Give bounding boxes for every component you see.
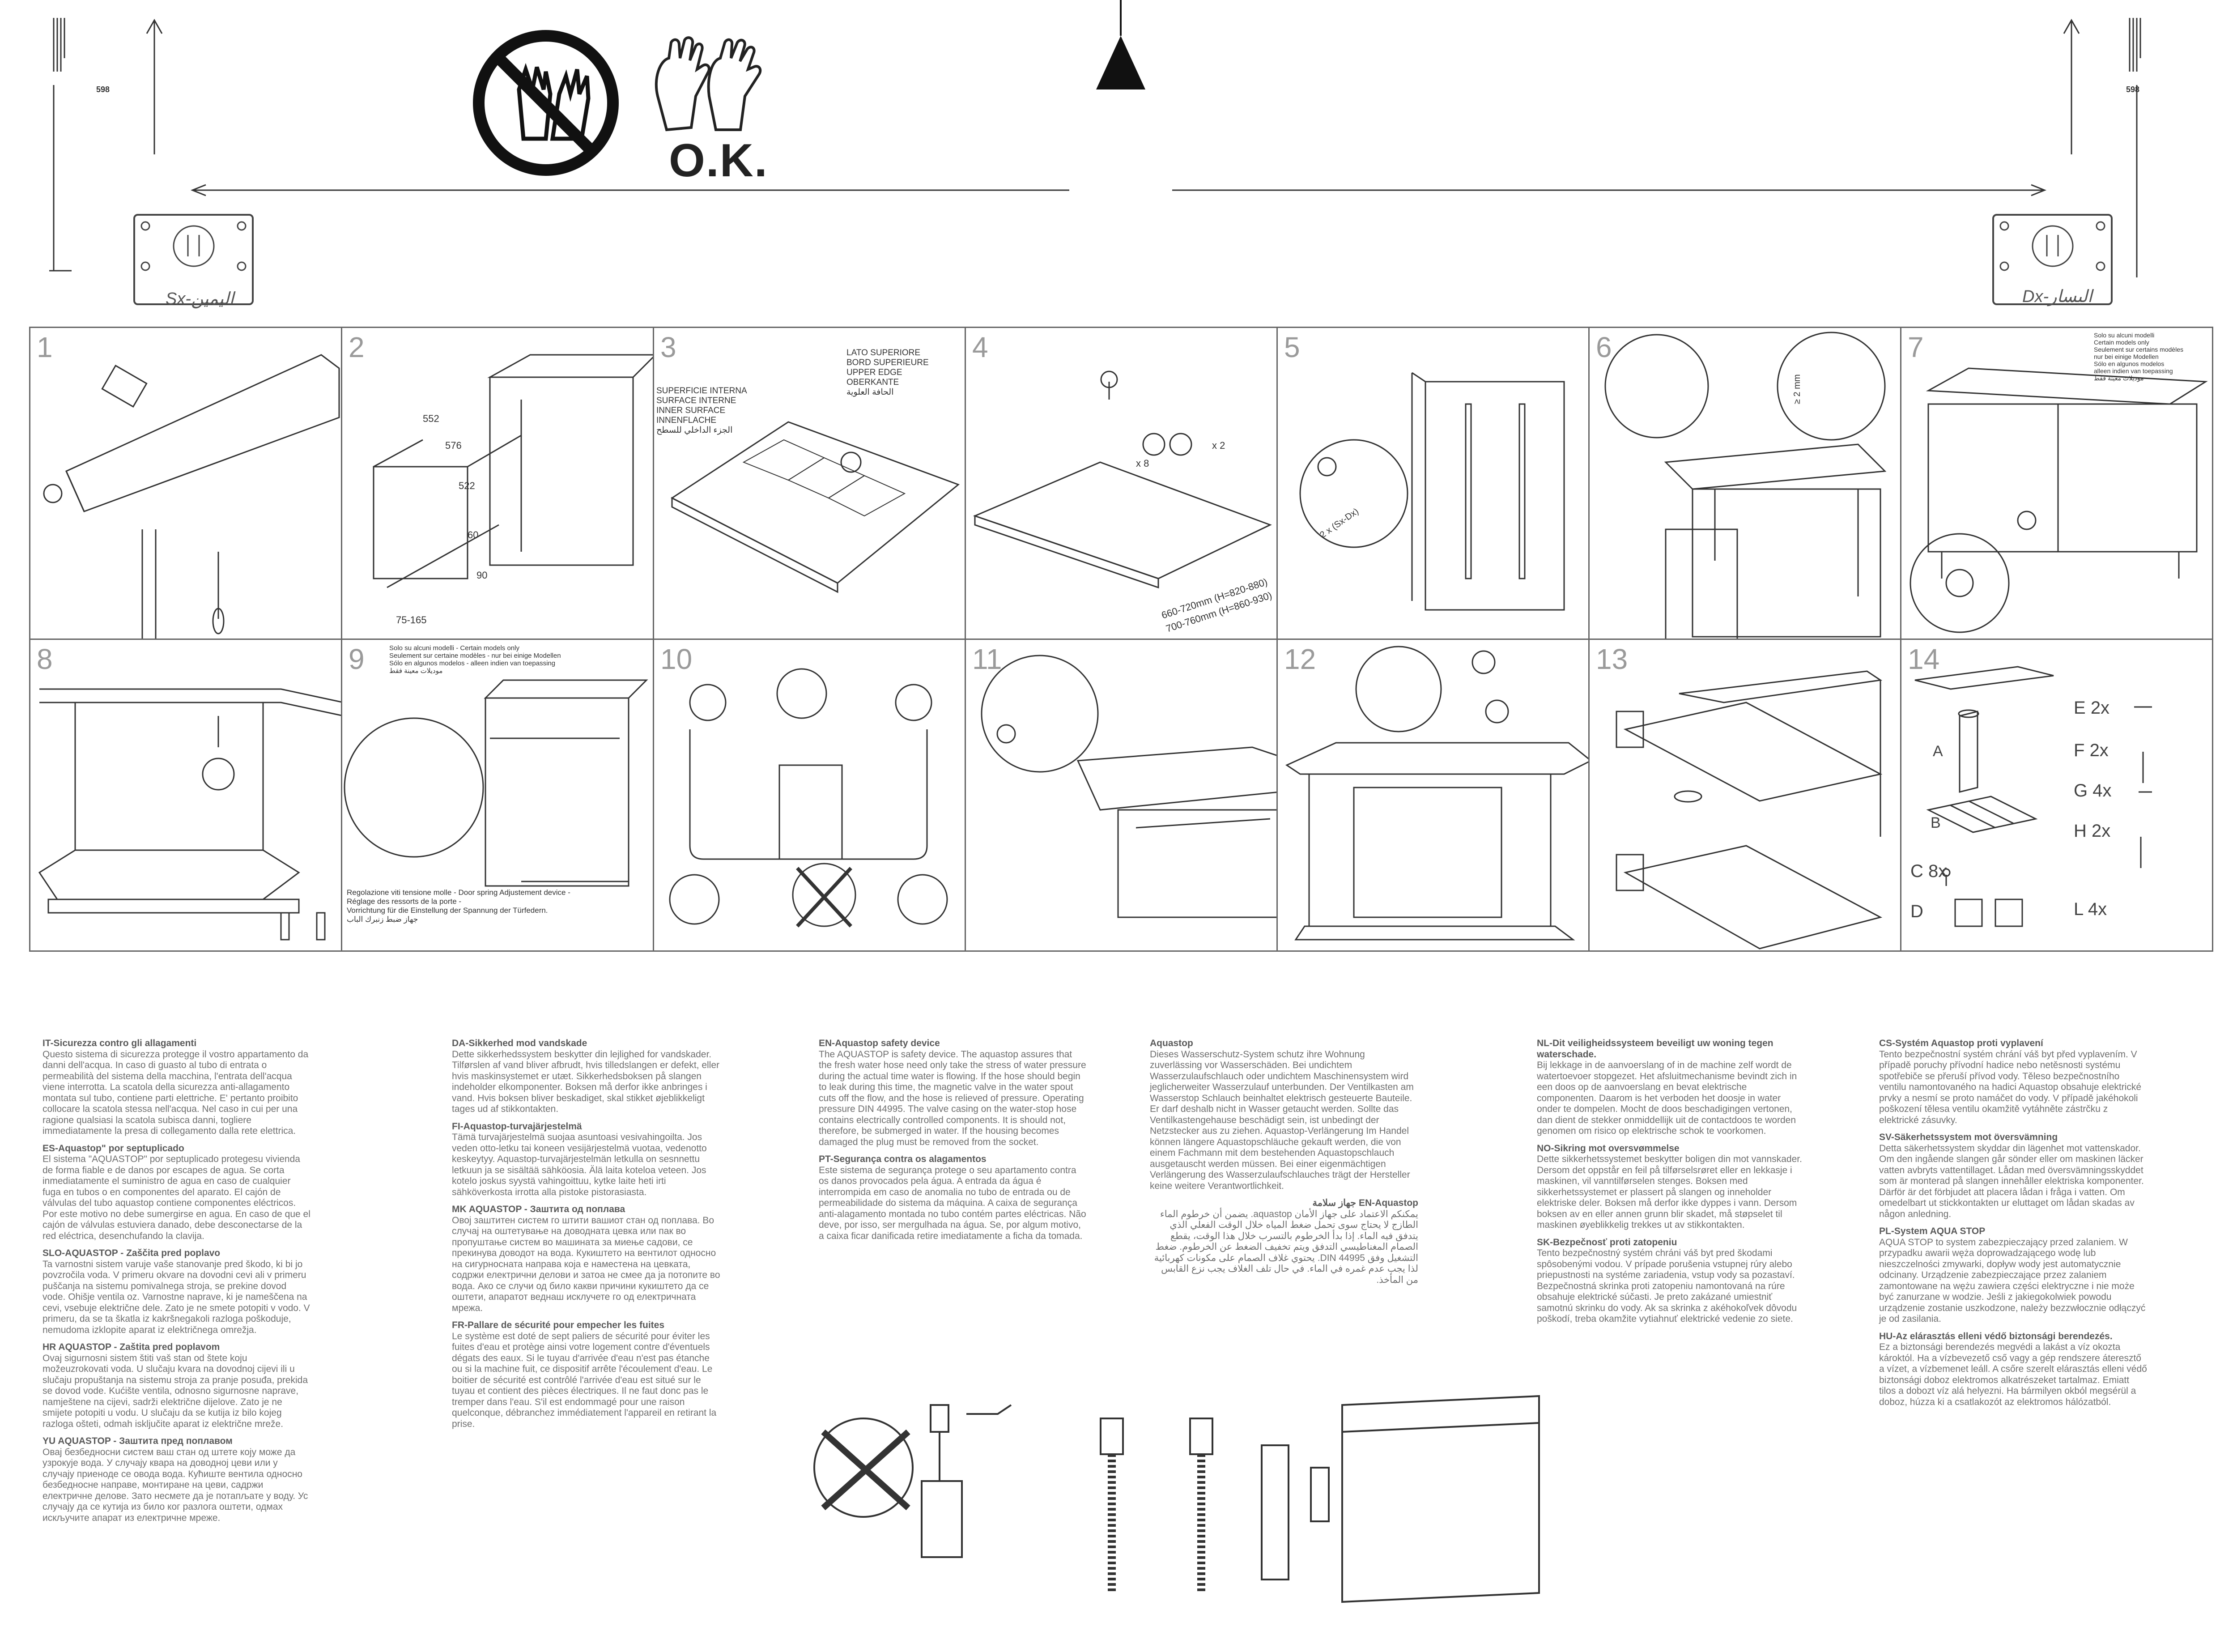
text-column-5: NL-Dit veiligheidssysteem beveiligt uw w…	[1537, 1038, 1802, 1324]
step-number: 4	[972, 331, 988, 363]
step-illustration: 552 576 522 60 90 75-165	[373, 354, 653, 626]
dimension-label-left: 598	[96, 85, 110, 94]
step-panel-13: 13	[1588, 639, 1901, 952]
svg-text:90: 90	[476, 570, 487, 581]
step-panel-2: 2 552 576 522 60 90 75-165	[341, 327, 654, 640]
step-number: 12	[1284, 643, 1316, 675]
part-h: H 2x	[2074, 821, 2111, 841]
plate-label-right: Dx-اليسار	[2022, 287, 2092, 306]
mounting-plate-left	[133, 214, 254, 305]
step-illustration	[1616, 670, 1883, 949]
step-panel-4: 4 x 8 x 2 660-720mm (H=820-880) 700-760m…	[965, 327, 1278, 640]
step-panel-8: 8	[29, 639, 342, 952]
step-panel-10: 10	[653, 639, 966, 952]
step-illustration	[1285, 646, 1588, 941]
step-number: 3	[660, 331, 676, 363]
no-bare-hands-icon	[473, 30, 619, 176]
step-illustration: 2 x (Sx-Dx)	[1299, 372, 1565, 611]
step-illustration	[671, 421, 960, 593]
step-illustration	[38, 688, 341, 941]
part-g: G 4x	[2074, 781, 2112, 800]
svg-text:576: 576	[445, 440, 462, 451]
step-panel-14: 14 E 2x F 2x G 4x H 2x C 8x L 4x A B D	[1900, 639, 2213, 952]
parts-illustration	[1914, 666, 2152, 927]
step-number: 9	[349, 643, 365, 675]
bracket-qty-label: x 2	[1212, 440, 1225, 451]
step-panel-1: 1	[29, 327, 342, 640]
step-panel-5: 5 2 x (Sx-Dx)	[1276, 327, 1590, 640]
part-e: E 2x	[2074, 698, 2110, 718]
step-number: 11	[972, 643, 1002, 675]
dimension-marks-left	[49, 18, 72, 272]
part-l: L 4x	[2074, 899, 2107, 919]
ok-label: O.K.	[669, 135, 768, 187]
dimension-marks-right	[2129, 18, 2141, 277]
svg-text:552: 552	[423, 413, 439, 424]
step-number: 14	[1908, 643, 1940, 675]
step-panel-6: 6 ≥ 2 mm	[1588, 327, 1901, 640]
aquastop-hose-illustrations	[813, 1395, 1540, 1603]
step-number: 8	[37, 643, 53, 675]
gap-dimension-label: ≥ 2 mm	[1792, 374, 1802, 404]
step-illustration	[43, 354, 340, 639]
part-d: D	[1910, 902, 1923, 921]
step-number: 6	[1596, 331, 1612, 363]
step-panel-12: 12	[1276, 639, 1590, 952]
gloves-icon	[655, 36, 762, 132]
width-dimension-line	[190, 184, 2047, 196]
step-panel-9: 9 Solo su alcuni modelli - Certain model…	[341, 639, 654, 952]
step-number: 13	[1596, 643, 1628, 675]
step-panel-11: 11	[965, 639, 1278, 952]
step-panel-3: 3 LATO SUPERIORE BORD SUPERIEURE UPPER E…	[653, 327, 966, 640]
arrow-up-right	[2063, 18, 2080, 154]
svg-text:75-165: 75-165	[396, 614, 427, 626]
step-number: 1	[37, 331, 53, 363]
step-number: 10	[660, 643, 693, 675]
upper-edge-label: LATO SUPERIORE BORD SUPERIEURE UPPER EDG…	[846, 348, 929, 397]
part-b: B	[1931, 814, 1941, 831]
step-panel-7: 7 Solo su alcuni modelli Certain models …	[1900, 327, 2213, 640]
step-number: 5	[1284, 331, 1300, 363]
mounting-plate-right	[1992, 214, 2113, 305]
door-spring-adjustment-note: Regolazione viti tensione molle - Door s…	[347, 888, 570, 924]
svg-text:522: 522	[459, 480, 475, 491]
plate-label-left: Sx-اليمين	[166, 290, 234, 308]
step-number: 2	[349, 331, 365, 363]
step-illustration	[344, 679, 648, 887]
inner-surface-label: SUPERFICIE INTERNA SURFACE INTERNE INNER…	[656, 386, 747, 435]
part-a: A	[1933, 743, 1943, 760]
step-illustration: x 8 x 2 660-720mm (H=820-880) 700-760mm …	[973, 370, 1273, 634]
part-f: F 2x	[2074, 741, 2109, 760]
models-only-note: Solo su alcuni modelli Certain models on…	[2094, 332, 2183, 382]
models-only-note: Solo su alcuni modelli - Certain models …	[389, 644, 561, 675]
svg-text:60: 60	[468, 529, 478, 541]
step-illustration	[981, 655, 1276, 918]
step-illustration	[1910, 367, 2208, 633]
bracket-qty-label: 2 x (Sx-Dx)	[1318, 507, 1361, 540]
dimension-label-right: 598	[2126, 85, 2140, 94]
part-c: C 8x	[1910, 861, 1948, 881]
step-illustration	[669, 668, 948, 928]
step-illustration: ≥ 2 mm	[1604, 332, 1887, 639]
arrow-up-left	[146, 18, 163, 154]
top-triangle-marker	[1096, 0, 1145, 89]
screw-qty-label: x 8	[1136, 458, 1149, 469]
step-number: 7	[1908, 331, 1924, 363]
